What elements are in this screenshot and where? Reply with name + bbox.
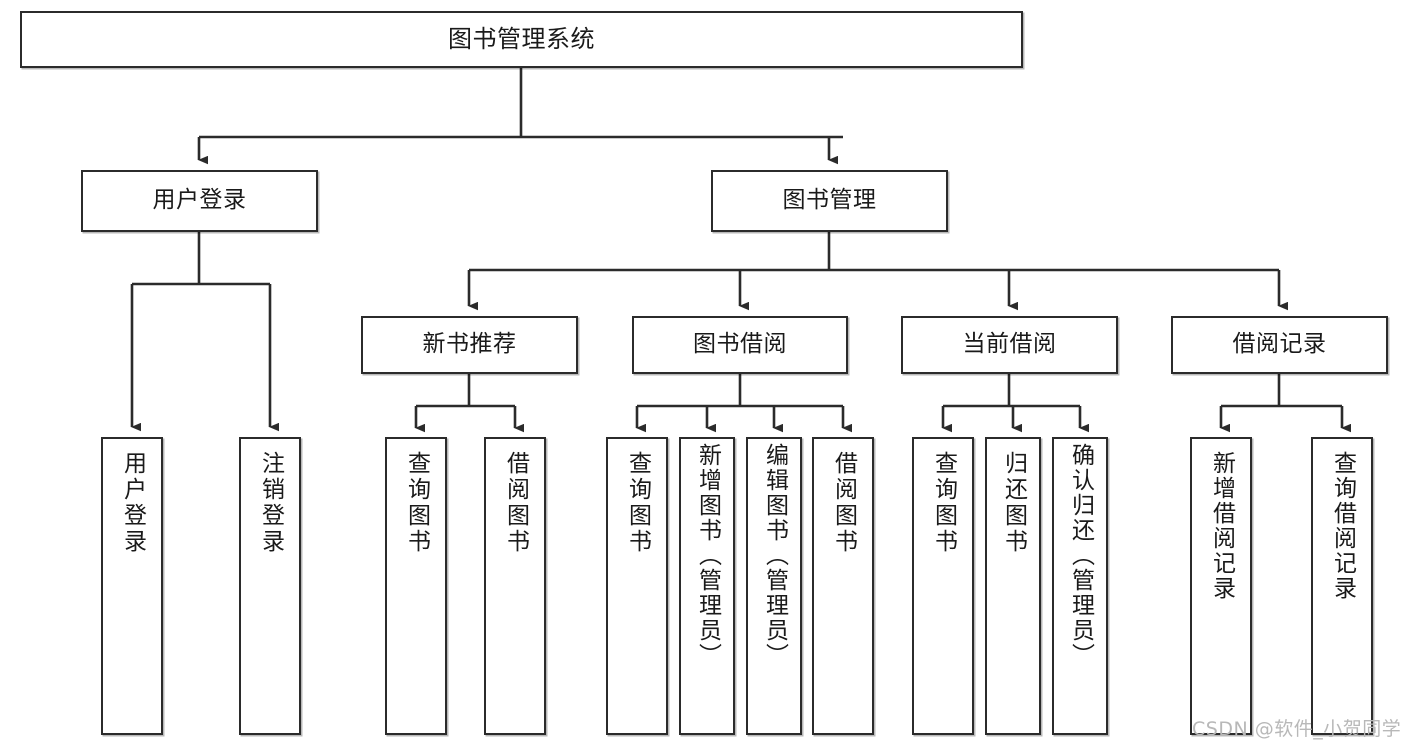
leaf-node-borrow-book-new-label: 借阅图书 xyxy=(502,451,529,555)
node-book-borrowing[interactable]: 图书借阅 xyxy=(632,316,848,374)
node-book-management[interactable]: 图书管理 xyxy=(711,170,948,232)
node-book-management-label: 图书管理 xyxy=(782,187,877,214)
leaf-node-user-login[interactable]: 用户登录 xyxy=(101,437,163,735)
leaf-node-user-login-label: 用户登录 xyxy=(119,451,146,555)
node-current-borrowing-label: 当前借阅 xyxy=(962,331,1057,358)
node-borrowing-record[interactable]: 借阅记录 xyxy=(1171,316,1388,374)
csdn-watermark: CSDN @软件_小贺同学 xyxy=(1192,718,1402,740)
node-user-login[interactable]: 用户登录 xyxy=(81,170,318,232)
leaf-node-edit-book-admin-label: 编辑图书（管理员） xyxy=(761,443,788,668)
node-user-login-label: 用户登录 xyxy=(152,187,247,214)
leaf-node-logout-label: 注销登录 xyxy=(257,451,284,555)
leaf-node-return-book-label: 归还图书 xyxy=(1000,451,1027,555)
node-root-system[interactable]: 图书管理系统 xyxy=(20,11,1023,68)
leaf-node-logout[interactable]: 注销登录 xyxy=(239,437,301,735)
node-current-borrowing[interactable]: 当前借阅 xyxy=(901,316,1118,374)
leaf-node-query-book-borrow[interactable]: 查询图书 xyxy=(606,437,668,735)
leaf-node-add-book-admin-label: 新增图书（管理员） xyxy=(694,443,721,668)
leaf-node-add-borrow-record[interactable]: 新增借阅记录 xyxy=(1190,437,1252,735)
node-new-book-recommendation-label: 新书推荐 xyxy=(422,331,517,358)
node-book-borrowing-label: 图书借阅 xyxy=(693,331,787,358)
leaf-node-query-book-new-label: 查询图书 xyxy=(403,451,430,555)
node-new-book-recommendation[interactable]: 新书推荐 xyxy=(361,316,578,374)
leaf-node-query-book-current-label: 查询图书 xyxy=(930,451,957,555)
leaf-node-query-borrow-record[interactable]: 查询借阅记录 xyxy=(1311,437,1373,735)
leaf-node-query-borrow-record-label: 查询借阅记录 xyxy=(1329,451,1356,601)
leaf-node-return-book[interactable]: 归还图书 xyxy=(985,437,1041,735)
leaf-node-add-borrow-record-label: 新增借阅记录 xyxy=(1208,451,1235,601)
leaf-node-query-book-current[interactable]: 查询图书 xyxy=(912,437,974,735)
leaf-node-add-book-admin[interactable]: 新增图书（管理员） xyxy=(679,437,735,735)
leaf-node-edit-book-admin[interactable]: 编辑图书（管理员） xyxy=(746,437,802,735)
node-borrowing-record-label: 借阅记录 xyxy=(1232,331,1327,358)
leaf-node-query-book-borrow-label: 查询图书 xyxy=(624,451,651,555)
leaf-node-borrow-book[interactable]: 借阅图书 xyxy=(812,437,874,735)
leaf-node-borrow-book-new[interactable]: 借阅图书 xyxy=(484,437,546,735)
node-root-system-label: 图书管理系统 xyxy=(448,25,595,54)
leaf-node-query-book-new[interactable]: 查询图书 xyxy=(385,437,447,735)
leaf-node-confirm-return-admin[interactable]: 确认归还（管理员） xyxy=(1052,437,1108,735)
leaf-node-borrow-book-label: 借阅图书 xyxy=(830,451,857,555)
leaf-node-confirm-return-admin-label: 确认归还（管理员） xyxy=(1067,443,1094,668)
